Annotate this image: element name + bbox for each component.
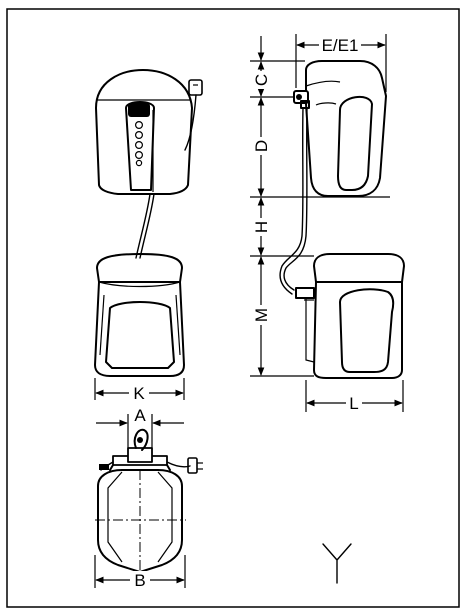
label-h: H <box>252 221 271 233</box>
dimension-k: K <box>94 378 185 403</box>
y-shaped-mark-icon <box>322 543 352 584</box>
side-salt-tank <box>295 253 405 379</box>
label-d: D <box>252 140 271 152</box>
page-border <box>6 8 460 608</box>
label-l: L <box>349 394 358 413</box>
dimension-e: E/E1 <box>295 34 387 92</box>
front-control-unit <box>95 69 203 259</box>
label-a: A <box>134 406 146 425</box>
label-m: M <box>252 308 271 322</box>
dimension-l: L <box>305 380 404 413</box>
front-salt-tank <box>94 253 185 377</box>
top-view-unit <box>95 428 203 575</box>
label-k: K <box>133 384 145 403</box>
dimension-a: A <box>96 406 184 448</box>
dimension-b: B <box>94 555 186 590</box>
label-c: C <box>252 74 271 86</box>
side-control-unit <box>279 60 387 295</box>
dimension-chain-vertical: C D H M <box>250 36 390 377</box>
label-e: E/E1 <box>322 36 359 55</box>
label-b: B <box>134 571 145 590</box>
